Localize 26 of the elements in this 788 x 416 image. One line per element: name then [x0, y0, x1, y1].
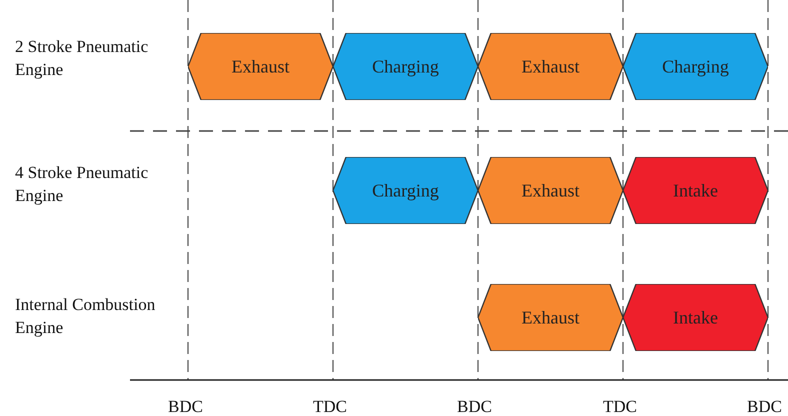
stage-hexagon — [478, 284, 623, 351]
axis-tick-label: BDC — [168, 396, 203, 416]
axis-tick-label: BDC — [747, 396, 782, 416]
stage-label: Charging — [661, 56, 730, 77]
stage-hexagon — [623, 284, 768, 351]
stage-hexagon — [333, 33, 478, 100]
stage-label: Intake — [672, 307, 719, 328]
row-label: 4 Stroke Pneumatic Engine — [15, 162, 150, 207]
stage-label: Exhaust — [520, 307, 580, 328]
stage-hexagon — [623, 33, 768, 100]
row-label: Internal Combustion Engine — [15, 294, 156, 339]
axis-tick-label: TDC — [603, 396, 637, 416]
stage-hexagon — [333, 157, 478, 224]
stage-hexagon — [623, 157, 768, 224]
row-label: 2 Stroke Pneumatic Engine — [15, 36, 150, 81]
stage-label: Exhaust — [520, 180, 580, 201]
stage-hexagon — [478, 157, 623, 224]
stage-label: Exhaust — [230, 56, 290, 77]
axis-tick-label: TDC — [313, 396, 347, 416]
stage-label: Charging — [371, 56, 440, 77]
stage-hexagon — [478, 33, 623, 100]
stage-label: Exhaust — [520, 56, 580, 77]
stage-hexagon — [188, 33, 333, 100]
stage-label: Intake — [672, 180, 719, 201]
axis-tick-label: BDC — [457, 396, 492, 416]
stage-label: Charging — [371, 180, 440, 201]
